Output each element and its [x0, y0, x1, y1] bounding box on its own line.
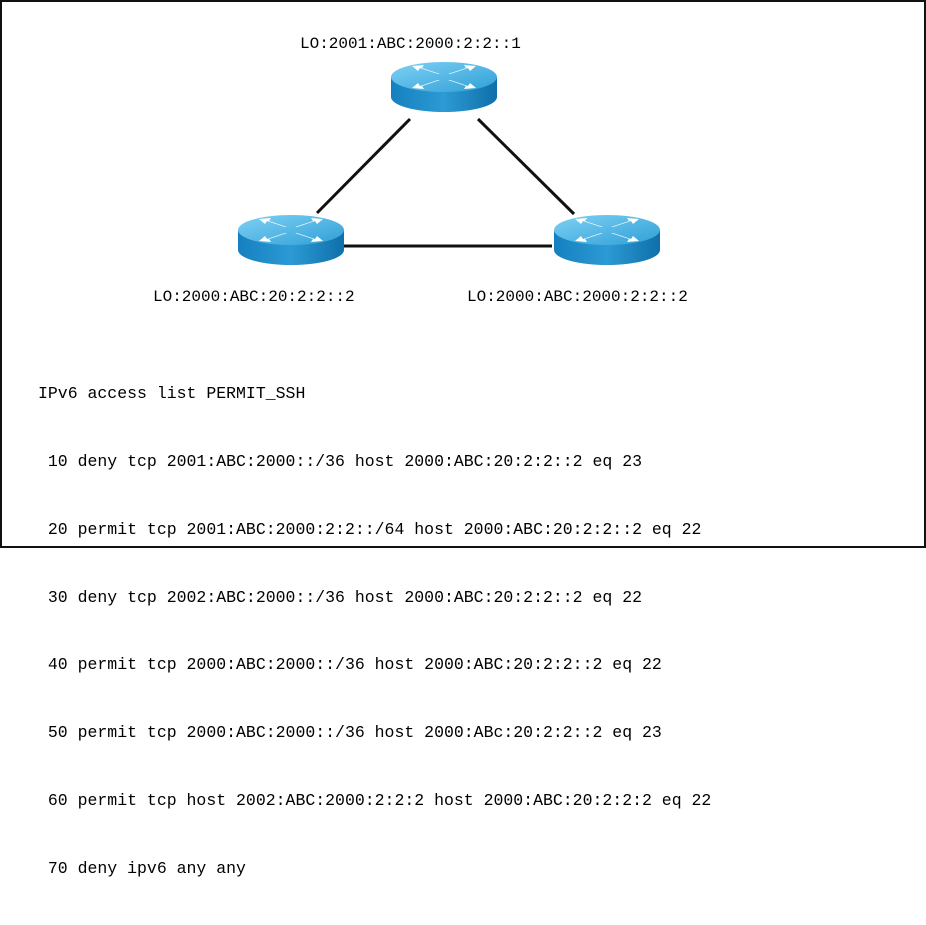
router-top-label: LO:2001:ABC:2000:2:2::1 [300, 35, 521, 53]
router-left-icon [238, 215, 344, 265]
access-list-block: IPv6 access list PERMIT_SSH 10 deny tcp … [38, 338, 711, 925]
link-top-right [476, 117, 576, 216]
router-top-icon [391, 62, 497, 112]
router-right-label: LO:2000:ABC:2000:2:2::2 [467, 288, 688, 306]
network-topology [238, 62, 660, 265]
acl-entry: 20 permit tcp 2001:ABC:2000:2:2::/64 hos… [38, 519, 702, 539]
diagram-frame: LO:2001:ABC:2000:2:2::1 LO:2000:ABC:20:2… [0, 0, 926, 878]
acl-entry: 50 permit tcp 2000:ABC:2000::/36 host 20… [38, 723, 662, 743]
acl-header: IPv6 access list PERMIT_SSH [38, 384, 306, 404]
acl-entry: 60 permit tcp host 2002:ABC:2000:2:2:2 h… [38, 790, 712, 810]
acl-entry: 30 deny tcp 2002:ABC:2000::/36 host 2000… [38, 587, 642, 607]
router-right-icon [554, 215, 660, 265]
acl-entry: 10 deny tcp 2001:ABC:2000::/36 host 2000… [38, 451, 642, 471]
router-left-label: LO:2000:ABC:20:2:2::2 [153, 288, 355, 306]
link-top-left [315, 117, 412, 215]
acl-entry: 40 permit tcp 2000:ABC:2000::/36 host 20… [38, 655, 662, 675]
acl-entry: 70 deny ipv6 any any [38, 858, 246, 878]
